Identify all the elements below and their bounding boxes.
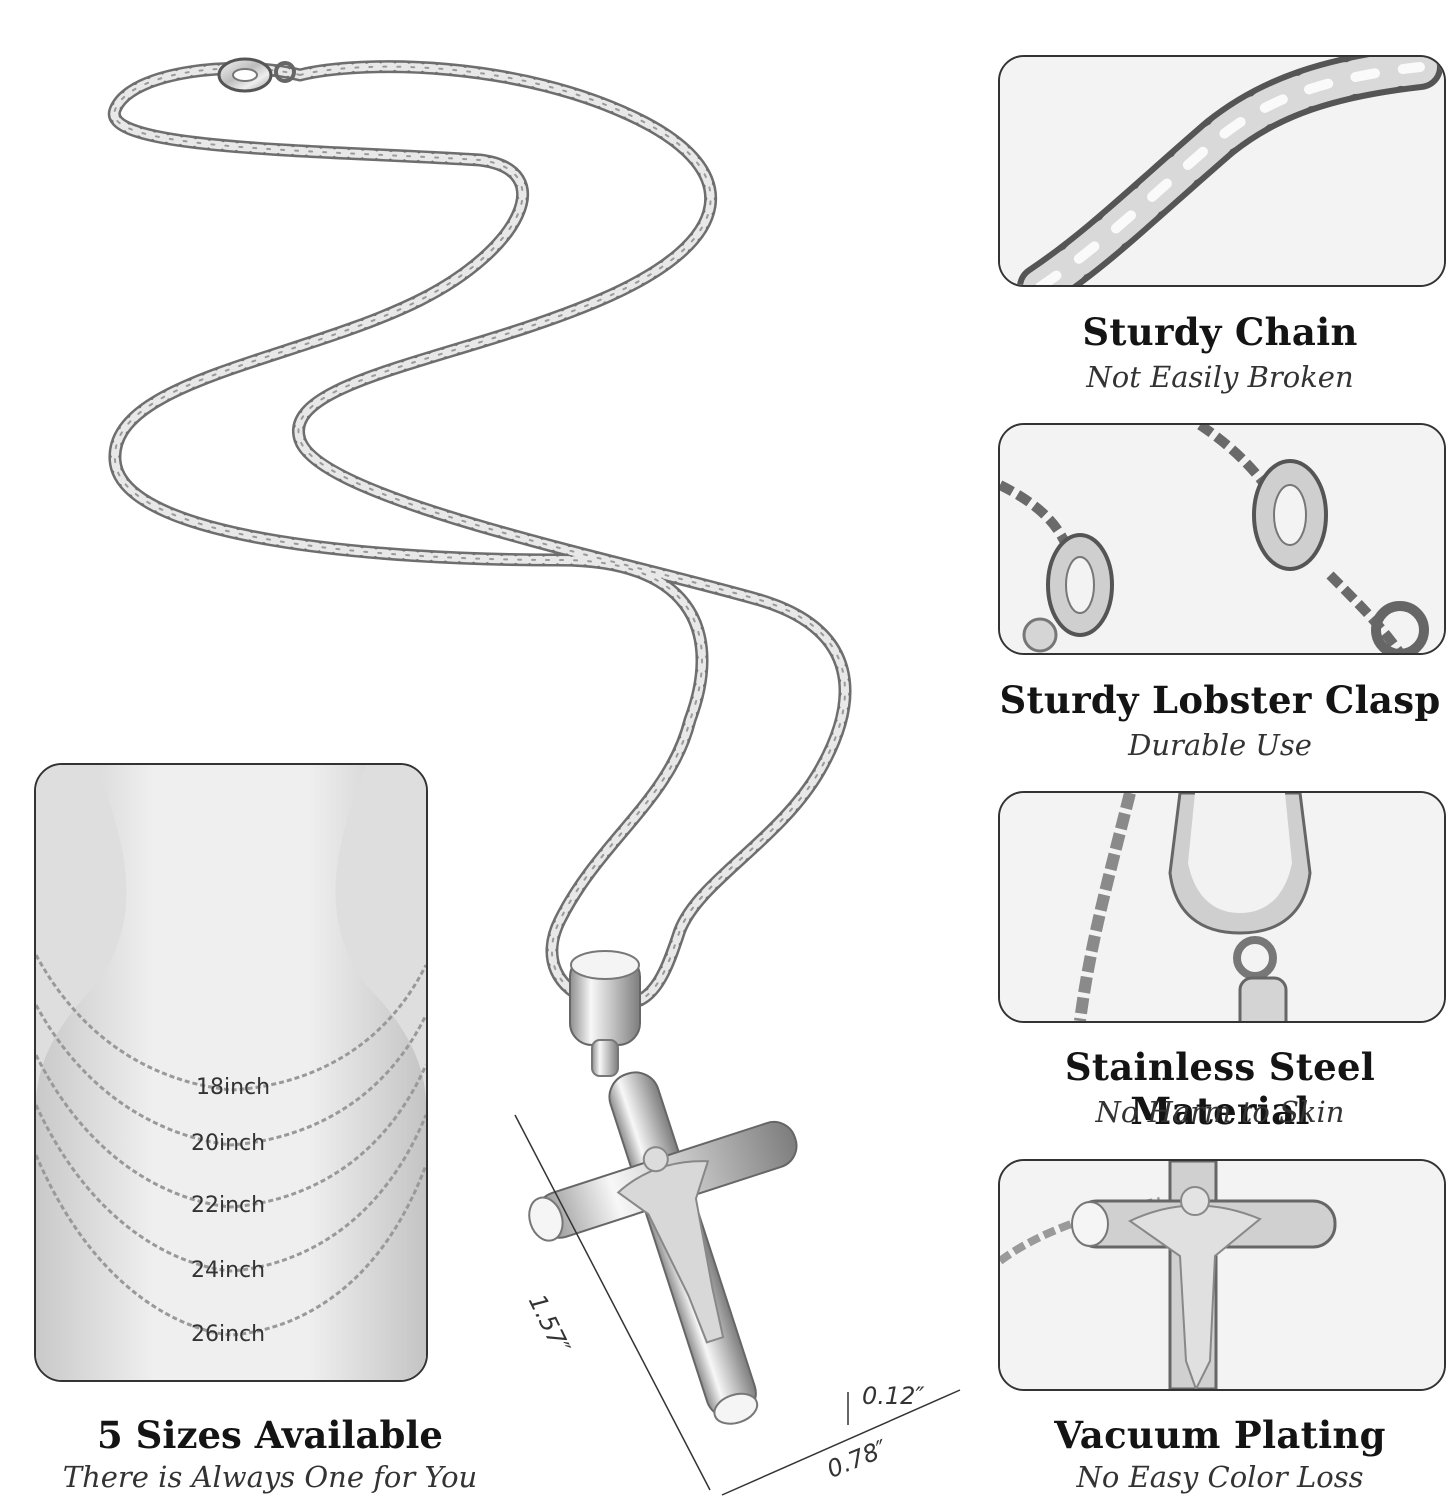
size-label-26: 26inch bbox=[191, 1322, 266, 1347]
dimension-lines bbox=[514, 1114, 961, 1496]
feature-image-chain bbox=[998, 55, 1446, 287]
chain-closeup-illustration bbox=[1000, 57, 1444, 285]
feature-image-material bbox=[998, 791, 1446, 1023]
size-label-20: 20inch bbox=[191, 1131, 266, 1156]
feature-image-clasp bbox=[998, 423, 1446, 655]
feature-subtitle-material: No Harm to Skin bbox=[1095, 1095, 1345, 1129]
cross-pendant-shape bbox=[528, 1071, 798, 1425]
cross-closeup-illustration bbox=[1000, 1161, 1444, 1389]
feature-subtitle-chain: Not Easily Broken bbox=[1086, 360, 1354, 394]
feature-subtitle-clasp: Durable Use bbox=[1128, 728, 1312, 762]
size-label-24: 24inch bbox=[191, 1258, 266, 1283]
feature-title-chain: Sturdy Chain bbox=[1082, 310, 1358, 354]
feature-title-plating: Vacuum Plating bbox=[1054, 1413, 1386, 1457]
clasp-closeup-illustration bbox=[1000, 425, 1444, 653]
feature-subtitle-plating: No Easy Color Loss bbox=[1076, 1460, 1364, 1494]
feature-title-clasp: Sturdy Lobster Clasp bbox=[999, 678, 1441, 722]
sizes-subtitle: There is Always One for You bbox=[62, 1460, 478, 1494]
bail-shape bbox=[569, 950, 641, 1077]
bail-closeup-illustration bbox=[1000, 793, 1444, 1021]
necklace-illustration bbox=[107, 57, 961, 1496]
mannequin-neck-illustration bbox=[36, 765, 426, 1380]
dimension-depth: 0.12″ bbox=[862, 1382, 925, 1410]
feature-title-material: Stainless Steel Material bbox=[1064, 1045, 1376, 1133]
feature-image-plating bbox=[998, 1159, 1446, 1391]
size-label-22: 22inch bbox=[191, 1193, 266, 1218]
clasp-shape bbox=[217, 57, 296, 93]
size-label-18: 18inch bbox=[196, 1075, 271, 1100]
sizes-panel: 18inch 20inch 22inch 24inch 26inch bbox=[34, 763, 428, 1382]
sizes-title: 5 Sizes Available bbox=[97, 1413, 443, 1457]
